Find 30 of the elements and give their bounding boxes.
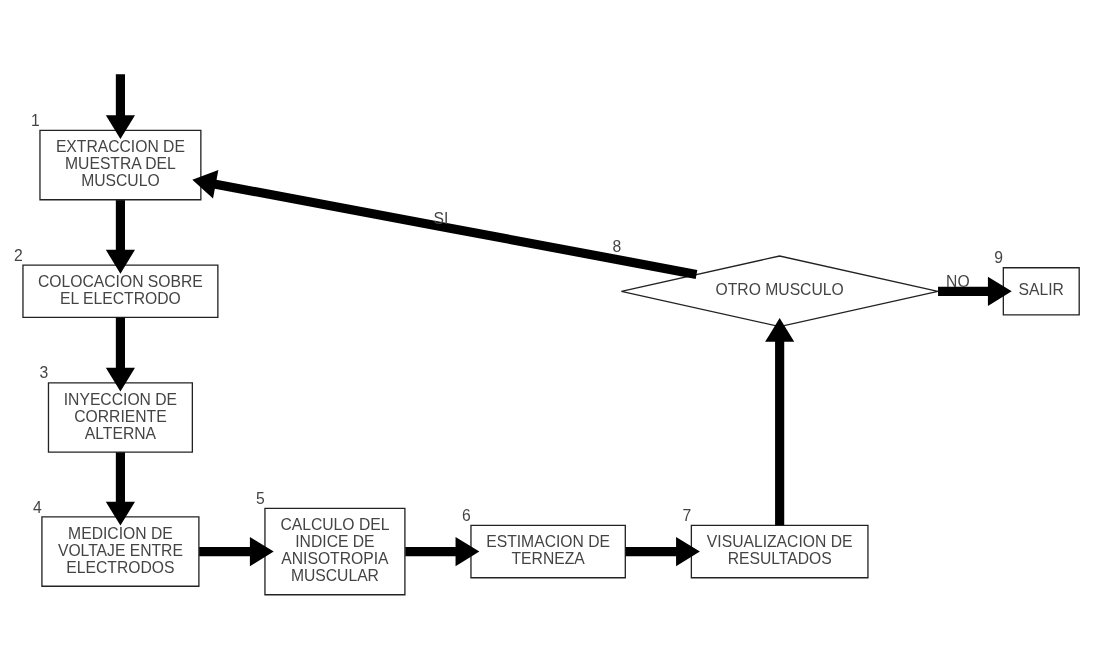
node-box: ESTIMACION DE TERNEZA [470,524,626,579]
node-box: EXTRACCION DE MUESTRA DEL MUSCULO [39,129,202,201]
node-label: 5 [256,489,265,507]
node-label: 3 [39,364,49,382]
node-box: SALIR [1002,267,1080,316]
node-label: 2 [14,246,23,264]
node-label: 8 [612,237,622,255]
edge-label: SI [433,209,449,227]
node-box: CALCULO DEL INDICE DE ANISOTROPIA MUSCULAR [264,507,406,596]
arrow [105,317,135,392]
arrow [405,537,480,567]
node-box: COLOCACION SOBRE EL ELECTRODO [22,264,219,319]
node-label: 4 [32,498,42,516]
edge-label: NO [946,272,970,290]
node-label: 1 [31,111,40,129]
arrow [192,169,698,279]
node-label: 6 [462,507,471,524]
node-label: 7 [682,507,692,524]
arrow [105,200,135,274]
node-box: VISUALIZACION DE RESULTADOS [690,524,869,579]
arrow [625,537,700,567]
arrow [938,276,1012,306]
node-box: MEDICION DE VOLTAJE ENTRE ELECTRODOS [41,516,200,587]
arrow [105,452,135,526]
node-label: 9 [994,249,1004,267]
arrow [105,74,135,140]
arrow [765,318,795,526]
node-box: INYECCION DE CORRIENTE ALTERNA [47,382,193,453]
node-diamond: OTRO MUSCULO [620,255,939,328]
arrow [199,537,274,567]
